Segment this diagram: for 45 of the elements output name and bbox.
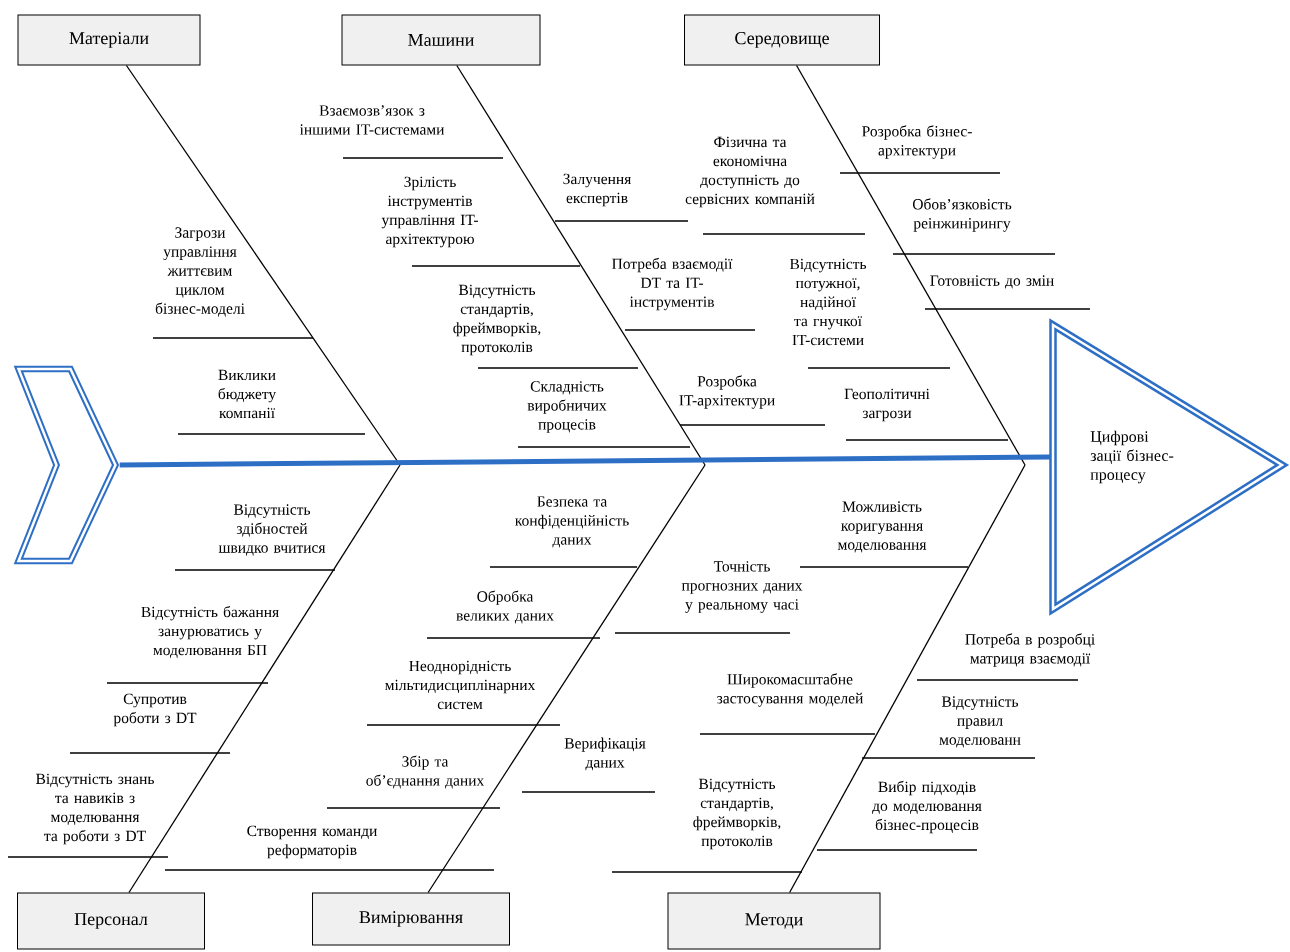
bone-line (427, 464, 706, 894)
cause-text: Створення команди реформаторів (247, 825, 377, 859)
category-box: Матеріали (17, 14, 201, 66)
cause-text: Безпека та конфіденційність даних (515, 496, 629, 548)
cause-text: Зрілість інструментів управління IT-архітектурою (381, 176, 478, 248)
cause-text: Залучення експертів (563, 173, 632, 207)
cause-text: Потреба взаємодії DT та IT-інструментів (612, 257, 733, 311)
category-box: Персонал (17, 892, 205, 950)
tail-chevron (13, 365, 120, 565)
cause-text: Взаємозв’язок з іншими IT-системами (299, 105, 445, 135)
cause-text: Відсутність знань та навиків з моделювання та роботи з DT (36, 773, 154, 845)
cause-text: Виклики бюджету компанії (218, 369, 277, 419)
cause-text: Неоднорідність мільтидисциплінарних систем (385, 660, 536, 710)
cause-text: Відсутність правил моделюванн (939, 696, 1021, 748)
cause-text: Загрози управління життєвим циклом бізнес-моделі (155, 227, 245, 317)
cause-text: Верифікація даних (564, 737, 646, 771)
cause-text: Фізична та економічна доступність до сервісних компаній (685, 136, 815, 208)
cause-text: Відсутність стандартів, фреймворків, протоколів (453, 284, 541, 356)
cause-text: Розробка IT-архітектури (679, 375, 775, 409)
spine-line (119, 454, 1051, 468)
cause-text: Потреба в розробці матриця взаємодії (965, 633, 1095, 667)
cause-text: Розробка бізнес-архітектури (862, 125, 972, 159)
category-box: Машини (341, 14, 541, 66)
cause-text: Вибір підходів до моделювання бізнес-процесів (872, 780, 982, 834)
bone-line (795, 64, 1026, 466)
cause-text: Геополітичні загрози (844, 388, 930, 422)
cause-text: Збір та об’єднання даних (366, 755, 485, 789)
cause-text: Відсутність здібностей швидко вчитися (218, 504, 326, 556)
bone-line (788, 464, 1026, 894)
category-box: Вимірювання (312, 892, 510, 946)
cause-text: Відсутність бажання занурюватись у моделювання БП (141, 605, 279, 659)
cause-text: Відсутність стандартів, фреймворків, протоколів (693, 778, 781, 850)
cause-text: Складність виробничих процесів (527, 381, 607, 433)
cause-text: Точність прогнозних даних у реальному часі (681, 561, 803, 613)
cause-text: Обробка великих даних (456, 590, 554, 624)
bone-line (128, 464, 401, 894)
bone-line (456, 64, 706, 466)
category-box: Середовище (684, 14, 880, 66)
cause-text: Відсутність потужної, надійної та гнучкої IT-системи (789, 258, 867, 346)
cause-text: Обов’язковість реінжинірингу (912, 198, 1012, 232)
category-box: Методи (667, 892, 881, 950)
cause-text: Супротив роботи з DT (113, 693, 197, 727)
cause-text: Можливість коригування моделювання (837, 501, 927, 553)
cause-text: Готовність до змін (930, 275, 1054, 289)
cause-text: Широкомасштабне застосування моделей (717, 673, 863, 707)
